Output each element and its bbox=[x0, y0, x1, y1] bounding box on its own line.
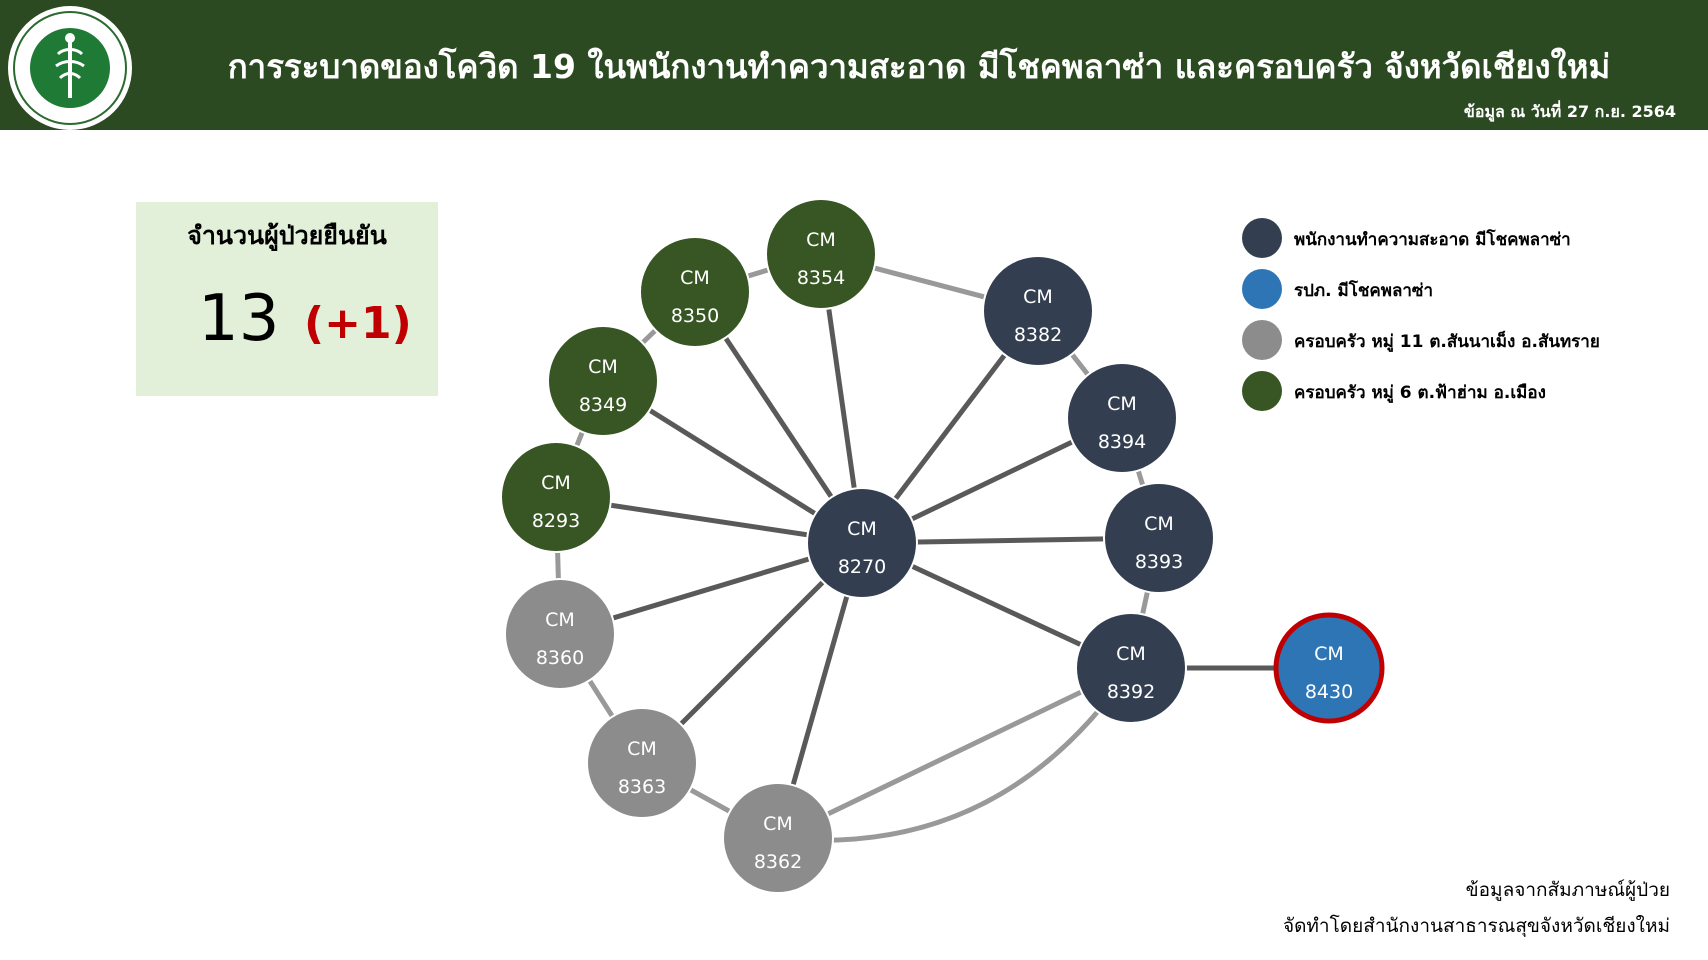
case-node-prefix-8392: CM bbox=[1116, 643, 1146, 665]
case-node-8382: CM 8382 bbox=[982, 255, 1094, 367]
footer-source: ข้อมูลจากสัมภาษณ์ผู้ป่วย bbox=[1465, 879, 1670, 901]
case-node-prefix-8393: CM bbox=[1144, 513, 1174, 535]
confirmed-count-value: 13 bbox=[198, 282, 280, 356]
case-node-id-8350: 8350 bbox=[671, 305, 719, 327]
case-node-circle-8360 bbox=[504, 578, 616, 690]
case-node-circle-8362 bbox=[722, 782, 834, 894]
case-node-8293: CM 8293 bbox=[500, 441, 612, 553]
case-node-prefix-8354: CM bbox=[806, 229, 836, 251]
case-node-circle-8393 bbox=[1103, 482, 1215, 594]
case-node-id-8392: 8392 bbox=[1107, 681, 1155, 703]
case-node-prefix-8349: CM bbox=[588, 356, 618, 378]
case-node-8354: CM 8354 bbox=[765, 198, 877, 310]
case-node-circle-8293 bbox=[500, 441, 612, 553]
legend-label-guard: รปภ. มีโชคพลาซ่า bbox=[1294, 281, 1434, 301]
footer-author: จัดทำโดยสำนักงานสาธารณสุขจังหวัดเชียงใหม… bbox=[1282, 915, 1670, 937]
data-date: ข้อมูล ณ วันที่ 27 ก.ย. 2564 bbox=[1463, 102, 1676, 121]
case-node-id-8349: 8349 bbox=[579, 394, 627, 416]
legend-label-family-fahham: ครอบครัว หมู่ 6 ต.ฟ้าฮ่าม อ.เมือง bbox=[1294, 383, 1546, 403]
case-node-prefix-8430: CM bbox=[1314, 643, 1344, 665]
confirmed-count-card: จำนวนผู้ป่วยยืนยัน 13 (+1) bbox=[136, 202, 438, 396]
case-node-8393: CM 8393 bbox=[1103, 482, 1215, 594]
case-node-prefix-8382: CM bbox=[1023, 286, 1053, 308]
case-node-circle-8354 bbox=[765, 198, 877, 310]
case-node-id-8394: 8394 bbox=[1098, 431, 1146, 453]
ministry-logo bbox=[8, 6, 132, 130]
case-node-circle-8349 bbox=[547, 325, 659, 437]
contact-ring-arc bbox=[777, 666, 1134, 843]
legend-swatch-family-fahham bbox=[1242, 371, 1282, 411]
case-node-8392: CM 8392 bbox=[1075, 612, 1187, 724]
confirmed-count-delta: (+1) bbox=[304, 298, 412, 349]
case-node-prefix-8362: CM bbox=[763, 813, 793, 835]
page-title: การระบาดของโควิด 19 ในพนักงานทำความสะอาด… bbox=[227, 47, 1611, 86]
case-node-id-8293: 8293 bbox=[532, 510, 580, 532]
case-node-id-8393: 8393 bbox=[1135, 551, 1183, 573]
case-node-prefix-8293: CM bbox=[541, 472, 571, 494]
case-node-8360: CM 8360 bbox=[504, 578, 616, 690]
case-node-circle-8382 bbox=[982, 255, 1094, 367]
case-node-8350: CM 8350 bbox=[639, 236, 751, 348]
footer-credits: ข้อมูลจากสัมภาษณ์ผู้ป่วย จัดทำโดยสำนักงา… bbox=[1283, 872, 1670, 944]
case-node-id-8360: 8360 bbox=[536, 647, 584, 669]
legend-swatch-family-sannameng bbox=[1242, 320, 1282, 360]
case-node-circle-8394 bbox=[1066, 362, 1178, 474]
case-node-id-8354: 8354 bbox=[797, 267, 845, 289]
case-node-circle-8363 bbox=[586, 707, 698, 819]
case-node-8363: CM 8363 bbox=[586, 707, 698, 819]
case-node-prefix-8350: CM bbox=[680, 267, 710, 289]
case-node-id-8382: 8382 bbox=[1014, 324, 1062, 346]
case-node-8270: CM 8270 bbox=[806, 487, 918, 599]
case-node-8394: CM 8394 bbox=[1066, 362, 1178, 474]
case-node-8362: CM 8362 bbox=[722, 782, 834, 894]
legend-label-family-sannameng: ครอบครัว หมู่ 11 ต.สันนาเม็ง อ.สันทราย bbox=[1294, 332, 1600, 352]
case-node-circle-8392 bbox=[1075, 612, 1187, 724]
case-node-prefix-8394: CM bbox=[1107, 393, 1137, 415]
legend-swatch-guard bbox=[1242, 269, 1282, 309]
case-node-id-8430: 8430 bbox=[1305, 681, 1353, 703]
case-node-id-8363: 8363 bbox=[618, 776, 666, 798]
case-node-circle-8430 bbox=[1273, 612, 1385, 724]
legend-label-cleaner: พนักงานทำความสะอาด มีโชคพลาซ่า bbox=[1294, 230, 1571, 250]
case-node-prefix-8360: CM bbox=[545, 609, 575, 631]
case-node-id-8362: 8362 bbox=[754, 851, 802, 873]
case-node-id-8270: 8270 bbox=[838, 556, 886, 578]
case-node-prefix-8363: CM bbox=[627, 738, 657, 760]
case-node-prefix-8270: CM bbox=[847, 518, 877, 540]
case-node-8430: CM 8430 bbox=[1273, 612, 1385, 724]
case-node-circle-8270 bbox=[806, 487, 918, 599]
case-node-8349: CM 8349 bbox=[547, 325, 659, 437]
header-bar: การระบาดของโควิด 19 ในพนักงานทำความสะอาด… bbox=[0, 0, 1708, 130]
legend-swatch-cleaner bbox=[1242, 218, 1282, 258]
case-node-circle-8350 bbox=[639, 236, 751, 348]
confirmed-count-label: จำนวนผู้ป่วยยืนยัน bbox=[187, 221, 387, 250]
